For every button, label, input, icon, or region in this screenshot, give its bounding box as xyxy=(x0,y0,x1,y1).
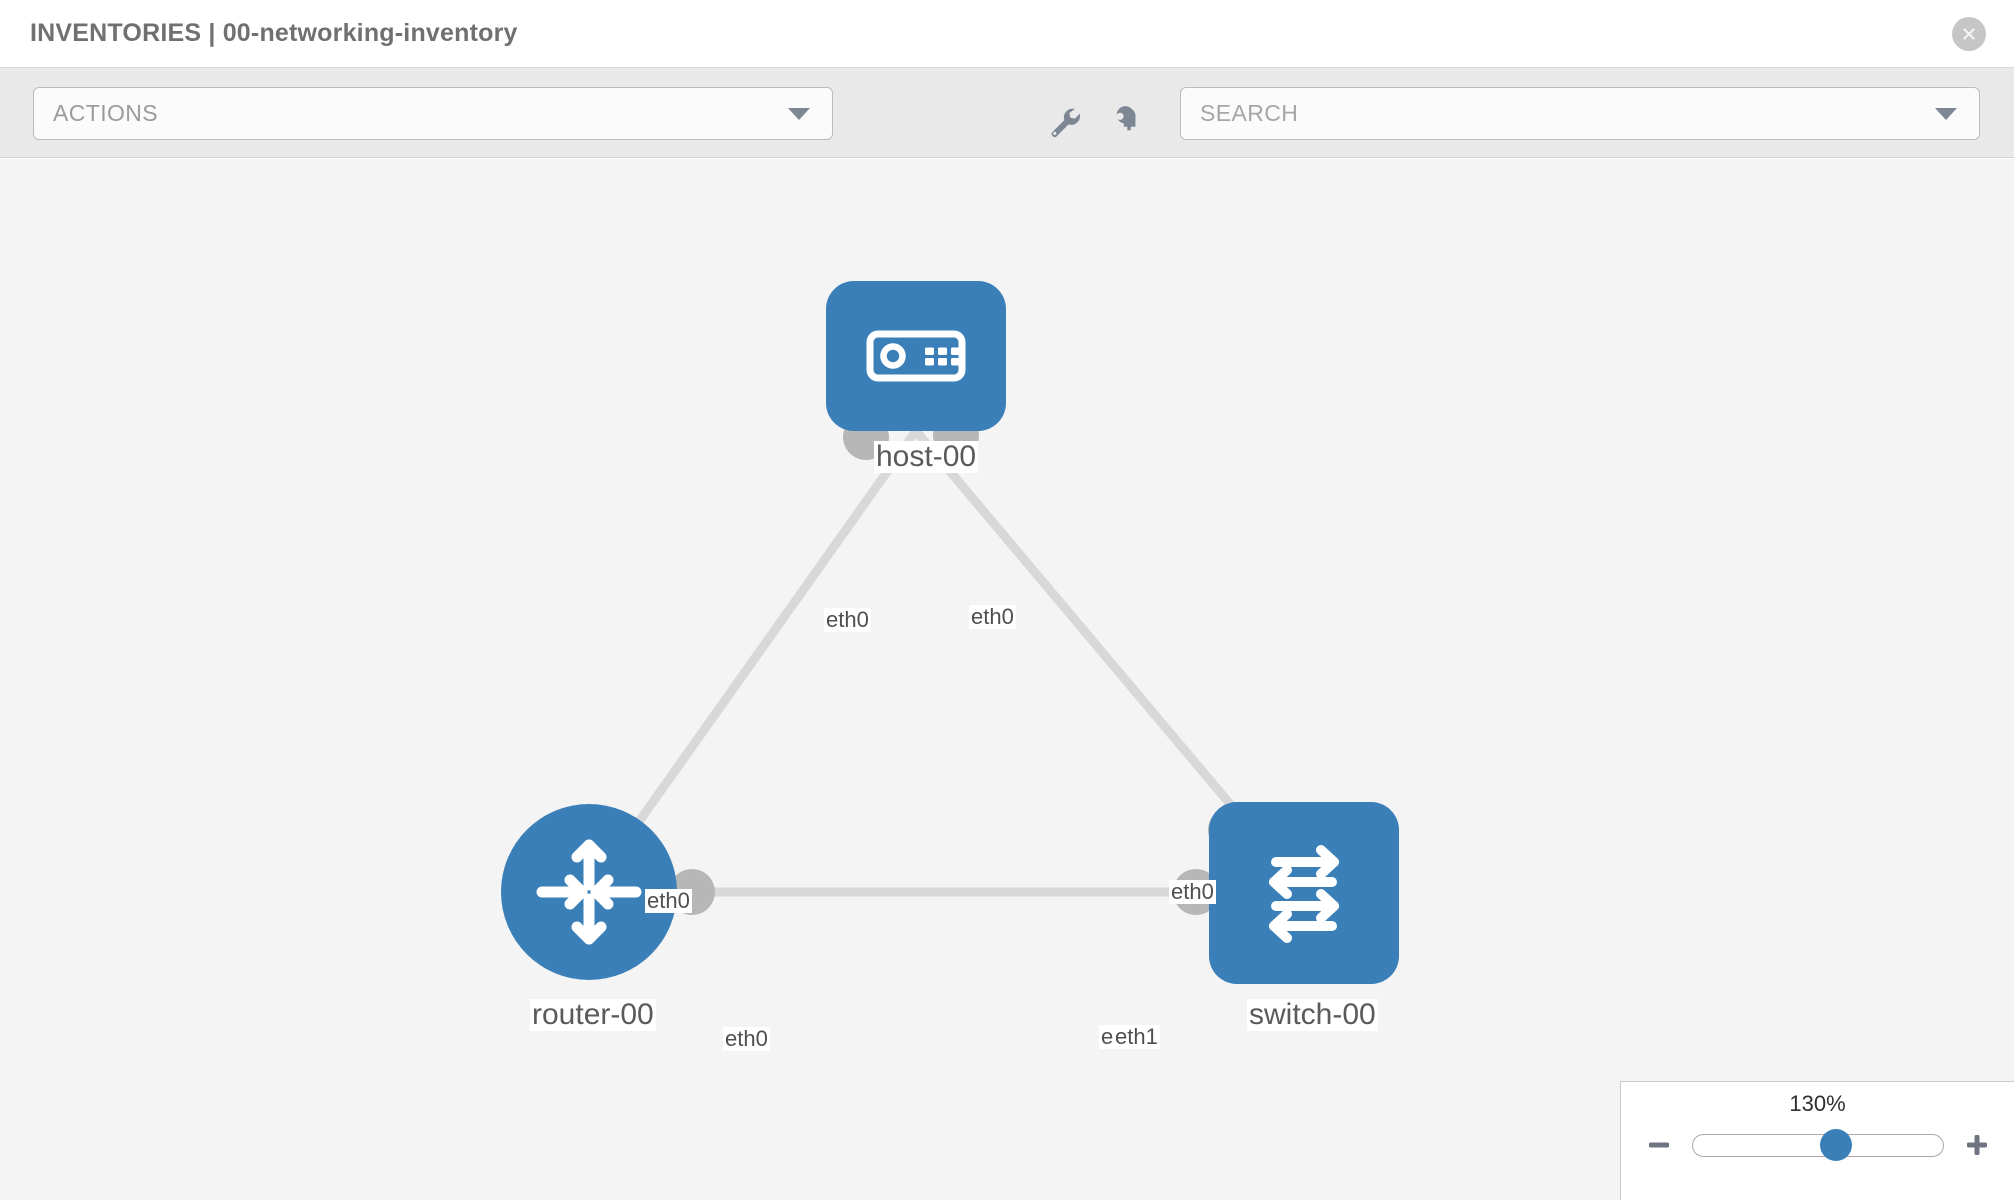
zoom-slider-row xyxy=(1621,1129,2014,1161)
page-title: INVENTORIES | 00-networking-inventory xyxy=(30,19,518,47)
zoom-control-panel: 130% xyxy=(1620,1081,2014,1200)
toolbar: ACTIONS SEARCH xyxy=(0,68,2014,158)
close-icon[interactable] xyxy=(1952,16,1986,51)
link-host00-router00[interactable] xyxy=(585,428,920,895)
edge-label-switch00-eth0-up: eth0 xyxy=(1169,879,1216,905)
edge-label-switch00-eth1: eth1 xyxy=(1113,1024,1160,1050)
node-label-host-00: host-00 xyxy=(874,440,979,473)
node-host-00[interactable] xyxy=(826,281,1006,431)
node-label-router-00: router-00 xyxy=(530,998,656,1031)
page-header: INVENTORIES | 00-networking-inventory xyxy=(0,0,2014,68)
key-icon[interactable] xyxy=(1105,101,1145,141)
topology-canvas[interactable]: host-00 router-00 switch-00 eth0 eth0 et… xyxy=(0,159,2014,1200)
edge-label-host00-eth0-right: eth0 xyxy=(969,604,1016,630)
node-router-00[interactable] xyxy=(501,804,677,980)
edge-label-router00-eth0-up: eth0 xyxy=(645,888,692,914)
edge-label-host00-eth0-left: eth0 xyxy=(824,607,871,633)
zoom-slider-track[interactable] xyxy=(1692,1129,1944,1161)
topology-links xyxy=(585,428,1308,897)
topology-graph xyxy=(501,281,1399,984)
zoom-out-button[interactable] xyxy=(1644,1130,1674,1160)
actions-dropdown[interactable]: ACTIONS xyxy=(33,87,833,140)
wrench-icon[interactable] xyxy=(1044,101,1084,141)
node-label-switch-00: switch-00 xyxy=(1247,998,1378,1031)
zoom-slider-thumb[interactable] xyxy=(1819,1129,1852,1161)
chevron-down-icon xyxy=(788,107,810,120)
edge-label-router00-eth0-right: eth0 xyxy=(723,1026,770,1052)
search-placeholder: SEARCH xyxy=(1200,100,1299,126)
node-switch-00[interactable] xyxy=(1209,802,1399,984)
actions-dropdown-label: ACTIONS xyxy=(53,100,159,126)
zoom-level-value: 130% xyxy=(1789,1091,1846,1116)
zoom-in-button[interactable] xyxy=(1962,1130,1992,1160)
search-input[interactable]: SEARCH xyxy=(1180,87,1980,140)
chevron-down-icon xyxy=(1935,107,1957,120)
